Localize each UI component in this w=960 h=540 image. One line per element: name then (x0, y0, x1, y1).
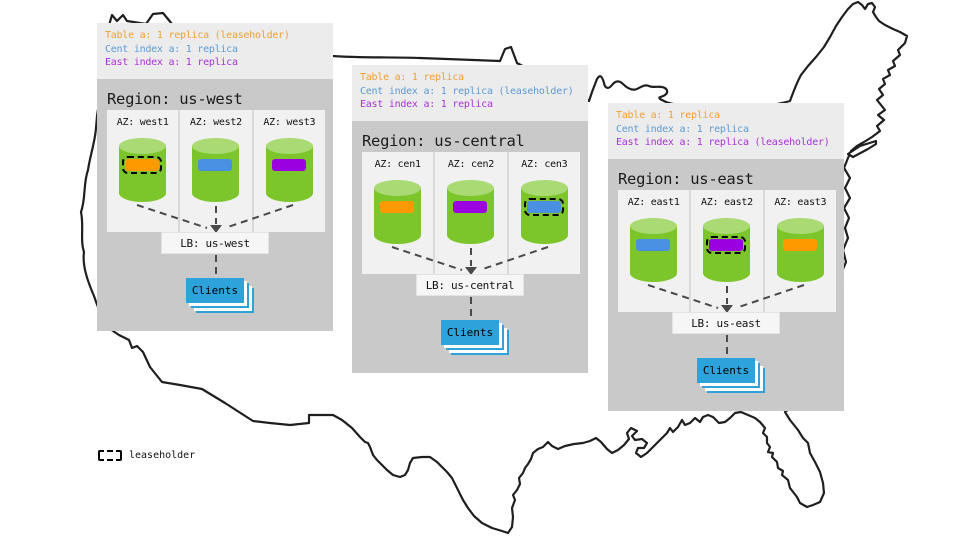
database-cylinder (630, 218, 678, 282)
clients-box: Clients (441, 320, 499, 345)
az-container: AZ: west1 AZ: west2 AZ (107, 110, 325, 232)
replica-bar-leaseholder (523, 198, 564, 216)
replica-bar-leaseholder (122, 156, 163, 174)
replica-bar-leaseholder (706, 236, 747, 254)
cylinder-top (703, 218, 751, 234)
cylinder-body (447, 188, 495, 244)
az-cell-cen1: AZ: cen1 (362, 152, 436, 274)
database-cylinder (374, 180, 422, 244)
replica-bar (198, 159, 233, 171)
region-title: Region: us-west (107, 90, 243, 108)
leaseholder-key: leaseholder (98, 450, 195, 461)
az-cell-west1: AZ: west1 (107, 110, 181, 232)
long-island-path (846, 139, 878, 159)
az-label: AZ: east3 (774, 197, 827, 208)
legend-line-cent-index: Cent index a: 1 replica (616, 123, 749, 135)
legend-line-table: Table a: 1 replica (leaseholder) (105, 30, 290, 41)
cylinder-body (119, 146, 167, 202)
az-cell-cen2: AZ: cen2 (435, 152, 509, 274)
region-body-us-west: Region: us-west AZ: west1 AZ: west2 (97, 79, 333, 331)
az-label: AZ: west1 (116, 117, 169, 128)
region-panel-us-west: Table a: 1 replica (leaseholder) Cent in… (97, 23, 333, 331)
replica-legend-us-east: Table a: 1 replica Cent index a: 1 repli… (608, 103, 844, 159)
region-panel-us-central: Table a: 1 replica Cent index a: 1 repli… (352, 65, 588, 373)
region-title: Region: us-east (618, 170, 754, 188)
cylinder-top (192, 138, 240, 154)
az-cell-west2: AZ: west2 (180, 110, 254, 232)
cylinder-top (776, 218, 824, 234)
load-balancer-box: LB: us-west (161, 232, 269, 254)
database-cylinder (703, 218, 751, 282)
database-cylinder (265, 138, 313, 202)
replica-bar (453, 201, 488, 213)
database-cylinder (447, 180, 495, 244)
clients-box: Clients (697, 358, 755, 383)
cylinder-body (703, 226, 751, 282)
az-label: AZ: cen2 (447, 159, 495, 170)
legend-line-cent-index: Cent index a: 1 replica (leaseholder) (360, 85, 574, 97)
legend-line-east-index: East index a: 1 replica (360, 99, 493, 110)
az-label: AZ: east1 (627, 197, 680, 208)
cylinder-top (630, 218, 678, 234)
database-cylinder (776, 218, 824, 282)
legend-line-table: Table a: 1 replica (616, 110, 720, 121)
cylinder-top (374, 180, 422, 196)
database-cylinder (520, 180, 568, 244)
legend-line-table: Table a: 1 replica (360, 72, 464, 83)
replica-bar (380, 201, 415, 213)
az-label: AZ: west2 (190, 117, 242, 128)
az-container: AZ: east1 AZ: east2 AZ (618, 190, 836, 312)
load-balancer-box: LB: us-east (672, 312, 780, 334)
az-cell-east1: AZ: east1 (618, 190, 692, 312)
database-cylinder (119, 138, 167, 202)
clients-box: Clients (186, 278, 244, 303)
legend-line-cent-index: Cent index a: 1 replica (105, 43, 238, 55)
replica-bar (271, 159, 306, 171)
replica-legend-us-central: Table a: 1 replica Cent index a: 1 repli… (352, 65, 588, 121)
cylinder-top (265, 138, 313, 154)
az-cell-cen3: AZ: cen3 (509, 152, 580, 274)
replica-bar (636, 239, 671, 251)
cylinder-top (119, 138, 167, 154)
cylinder-body (265, 146, 313, 202)
legend-line-east-index: East index a: 1 replica (leaseholder) (616, 137, 830, 148)
az-label: AZ: east2 (701, 197, 753, 208)
cylinder-body (630, 226, 678, 282)
load-balancer-box: LB: us-central (416, 274, 524, 296)
region-title: Region: us-central (362, 132, 525, 150)
az-container: AZ: cen1 AZ: cen2 AZ: (362, 152, 580, 274)
az-cell-east3: AZ: east3 (765, 190, 836, 312)
region-panel-us-east: Table a: 1 replica Cent index a: 1 repli… (608, 103, 844, 411)
cylinder-body (776, 226, 824, 282)
region-body-us-east: Region: us-east AZ: east1 AZ: east2 (608, 159, 844, 411)
cylinder-body (374, 188, 422, 244)
cylinder-body (520, 188, 568, 244)
az-label: AZ: cen3 (521, 159, 568, 170)
cylinder-body (192, 146, 240, 202)
replica-bar (782, 239, 817, 251)
database-cylinder (192, 138, 240, 202)
cylinder-top (447, 180, 495, 196)
az-cell-west3: AZ: west3 (254, 110, 325, 232)
legend-line-east-index: East index a: 1 replica (105, 57, 238, 68)
region-body-us-central: Region: us-central AZ: cen1 AZ: cen2 (352, 121, 588, 373)
leaseholder-key-swatch (98, 450, 122, 461)
replica-legend-us-west: Table a: 1 replica (leaseholder) Cent in… (97, 23, 333, 79)
leaseholder-key-label: leaseholder (129, 450, 196, 461)
az-label: AZ: cen1 (374, 159, 421, 170)
az-cell-east2: AZ: east2 (691, 190, 765, 312)
az-label: AZ: west3 (263, 117, 316, 128)
cylinder-top (520, 180, 568, 196)
